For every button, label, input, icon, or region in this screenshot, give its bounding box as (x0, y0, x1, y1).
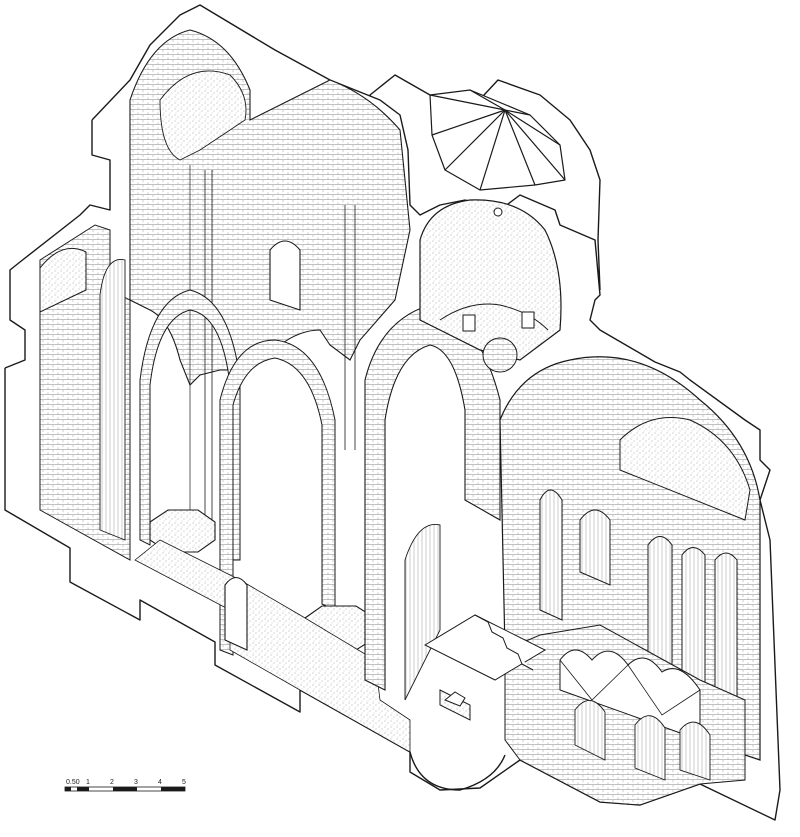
crypt (504, 624, 746, 806)
scale-label-050: 0.50 (66, 779, 80, 786)
scale-label-1: 1 (86, 779, 90, 786)
scale-label-2: 2 (110, 779, 114, 786)
nave-floor (134, 539, 411, 753)
scale-bar-segment (161, 787, 185, 791)
crossing-arch (364, 304, 501, 701)
side-doorway (224, 576, 248, 651)
tower-lantern-roof (429, 89, 566, 191)
scale-bar-segment (65, 787, 71, 791)
apse-niches (539, 489, 738, 721)
crypt-apse-outline (409, 751, 506, 791)
crypt-stair (423, 614, 547, 721)
scale-bar: 0.50 1 2 3 4 5 (64, 779, 186, 792)
scale-label-4: 4 (158, 779, 162, 786)
scale-bar-segment (113, 787, 137, 791)
scale-label-5: 5 (182, 779, 186, 786)
left-aisle-wall (39, 224, 131, 561)
scale-label-3: 3 (134, 779, 138, 786)
scale-bar-segment (77, 787, 89, 791)
crossing-dome (419, 199, 562, 373)
